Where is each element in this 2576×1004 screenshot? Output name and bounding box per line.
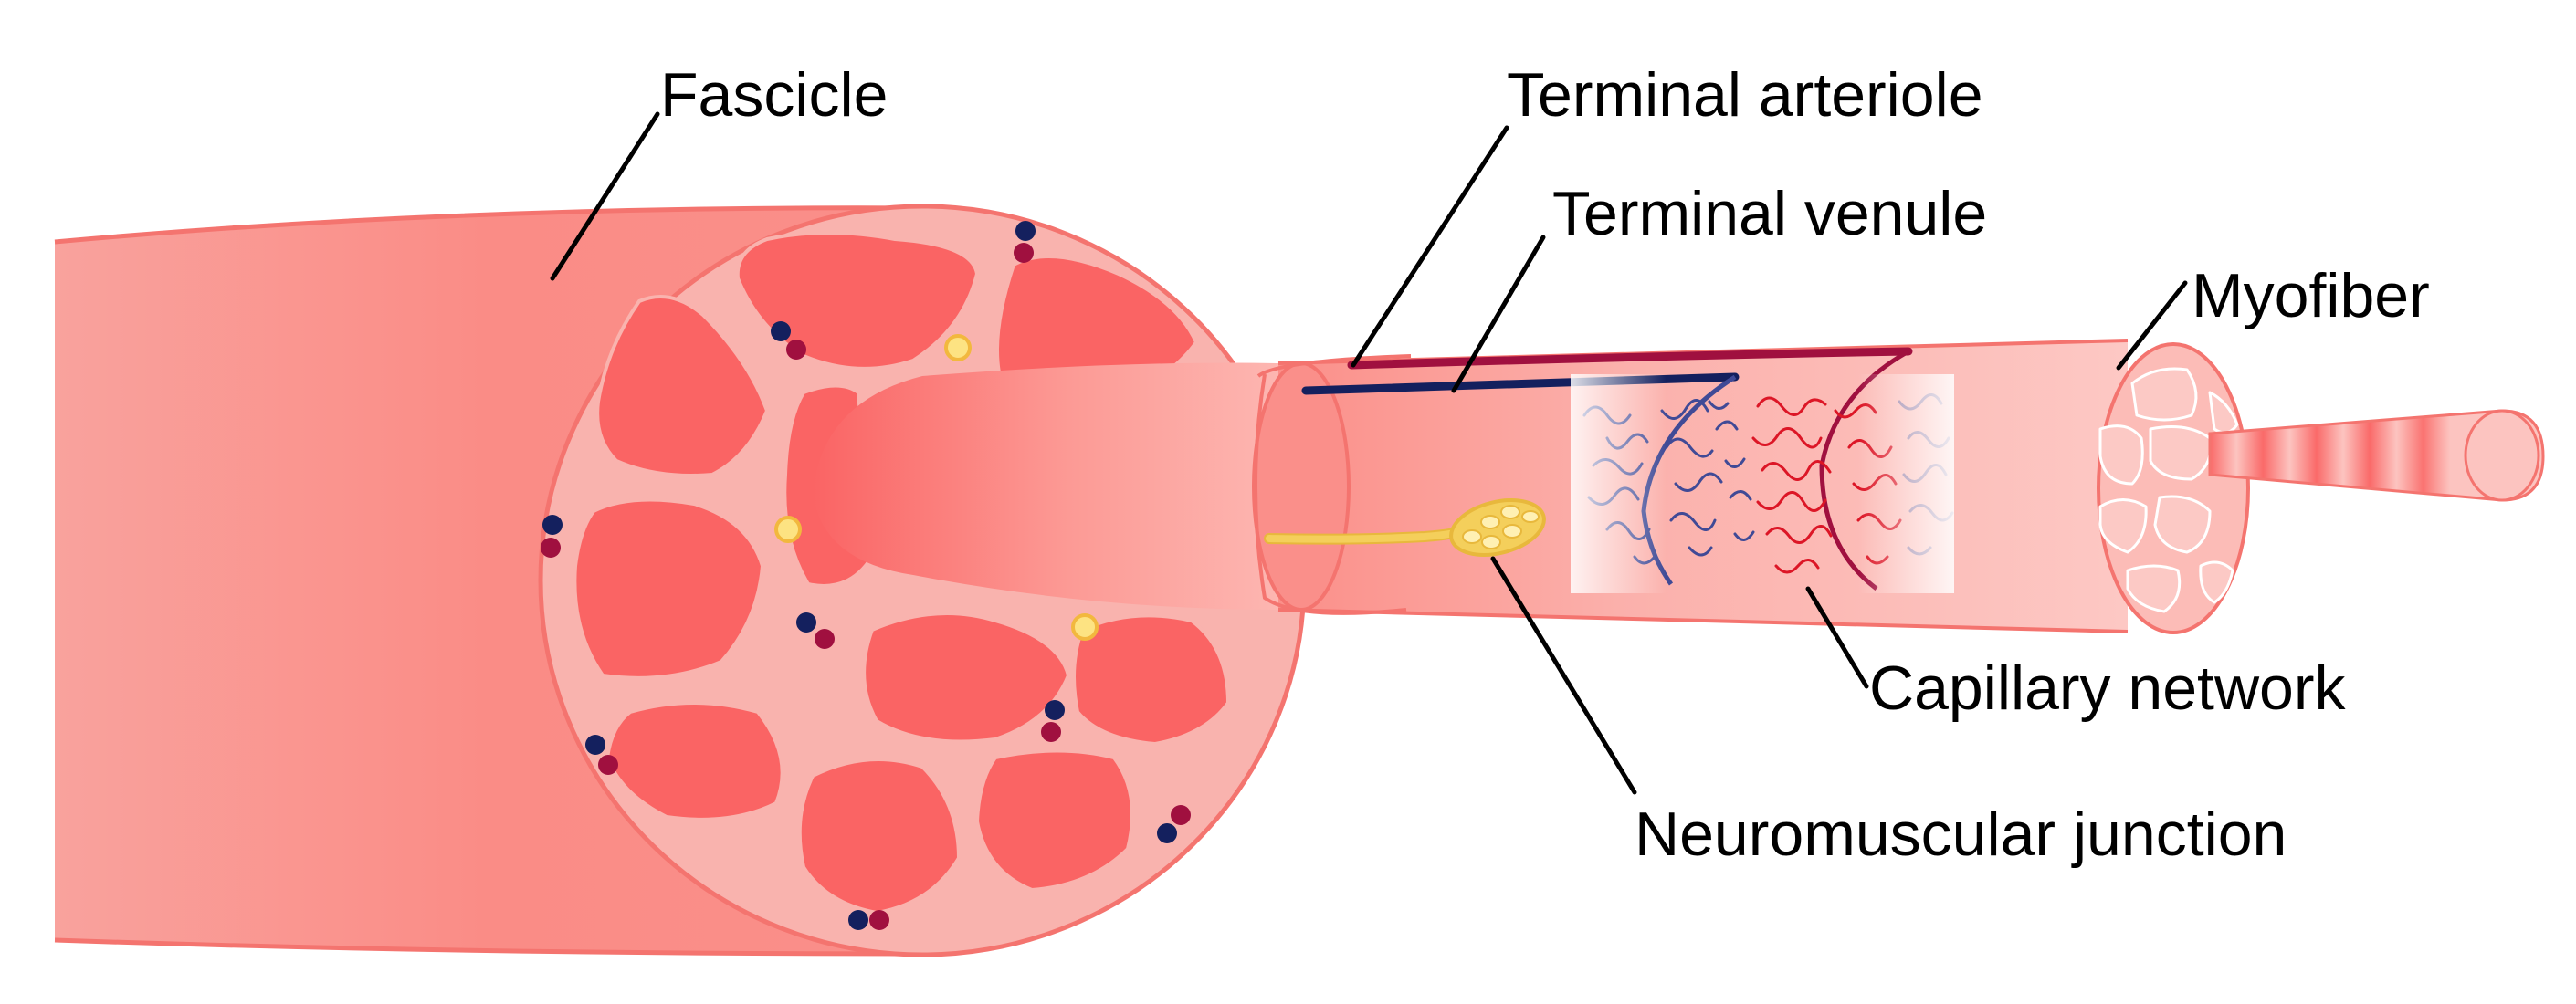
emerging-fiber <box>813 362 1278 610</box>
leader-neuromuscular-junction <box>1490 556 1637 795</box>
label-myofiber: Myofiber <box>2192 261 2430 330</box>
vessel-pairs <box>541 221 1191 930</box>
label-neuromuscular-junction: Neuromuscular junction <box>1635 800 2287 869</box>
myofibril <box>2208 409 2545 502</box>
fiber-cross-sections <box>573 231 1230 915</box>
label-fascicle: Fascicle <box>660 60 888 130</box>
myofibril-cross-sections <box>2098 367 2239 613</box>
leader-lines <box>550 111 2188 795</box>
leader-fascicle <box>550 111 660 281</box>
leader-capillary-network <box>1805 586 1869 689</box>
neuromuscular-junction <box>1264 498 1546 557</box>
label-terminal-arteriole: Terminal arteriole <box>1507 60 1983 130</box>
myofiber-cross-section <box>2097 342 2250 634</box>
leader-terminal-venule <box>1451 235 1546 393</box>
capillary-network <box>1571 374 1954 593</box>
nerve-cross-sections <box>774 334 1099 641</box>
label-capillary-network: Capillary network <box>1869 654 2346 723</box>
leader-terminal-arteriole <box>1351 125 1509 368</box>
label-terminal-venule: Terminal venule <box>1552 179 1988 248</box>
leader-myofiber <box>2116 280 2188 371</box>
